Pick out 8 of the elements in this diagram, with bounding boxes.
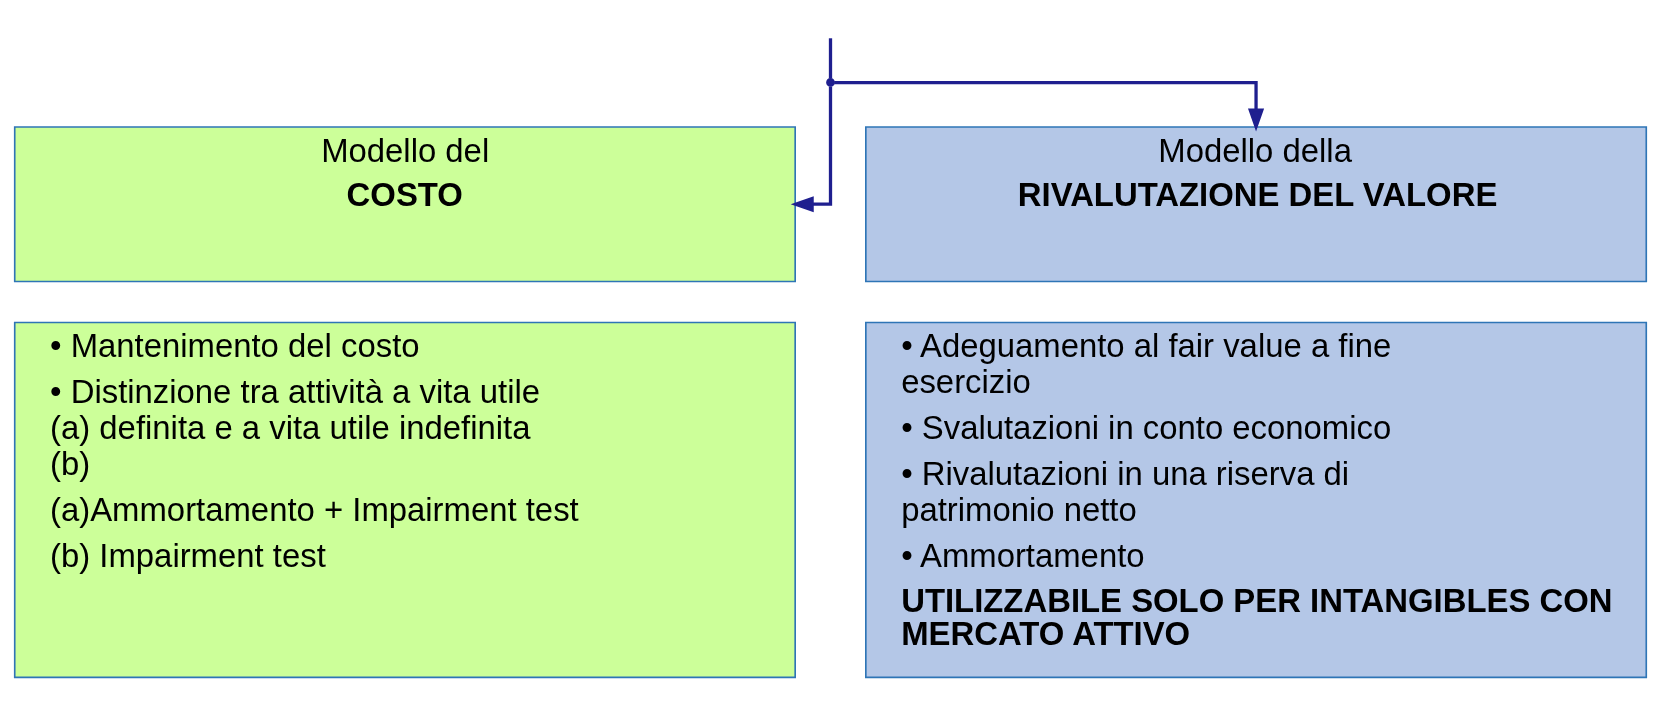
node-point [826, 78, 835, 87]
arrow [834, 81, 1265, 132]
node-box: Modello del COSTO [13, 126, 796, 283]
node-box: • Adeguamento al fair value a fine esercizio • Svalutazioni in conto economico • Rivalutazioni in una riserva di patrimonio netto • Ammortamento UTILIZZABILE SOLO PER INTANGIBLES CON MERCATO ATTIVO [865, 321, 1648, 679]
node-box: Modello della RIVALUTAZIONE DEL VALORE [865, 126, 1648, 283]
arrow [790, 86, 833, 213]
connector [828, 38, 833, 79]
node-box: • Mantenimento del costo • Distinzione tra attività a vita utile (a) definita e a vita utile indefinita (b) (a)Ammortamento + Impairment test (b) Impairment test [13, 321, 796, 679]
